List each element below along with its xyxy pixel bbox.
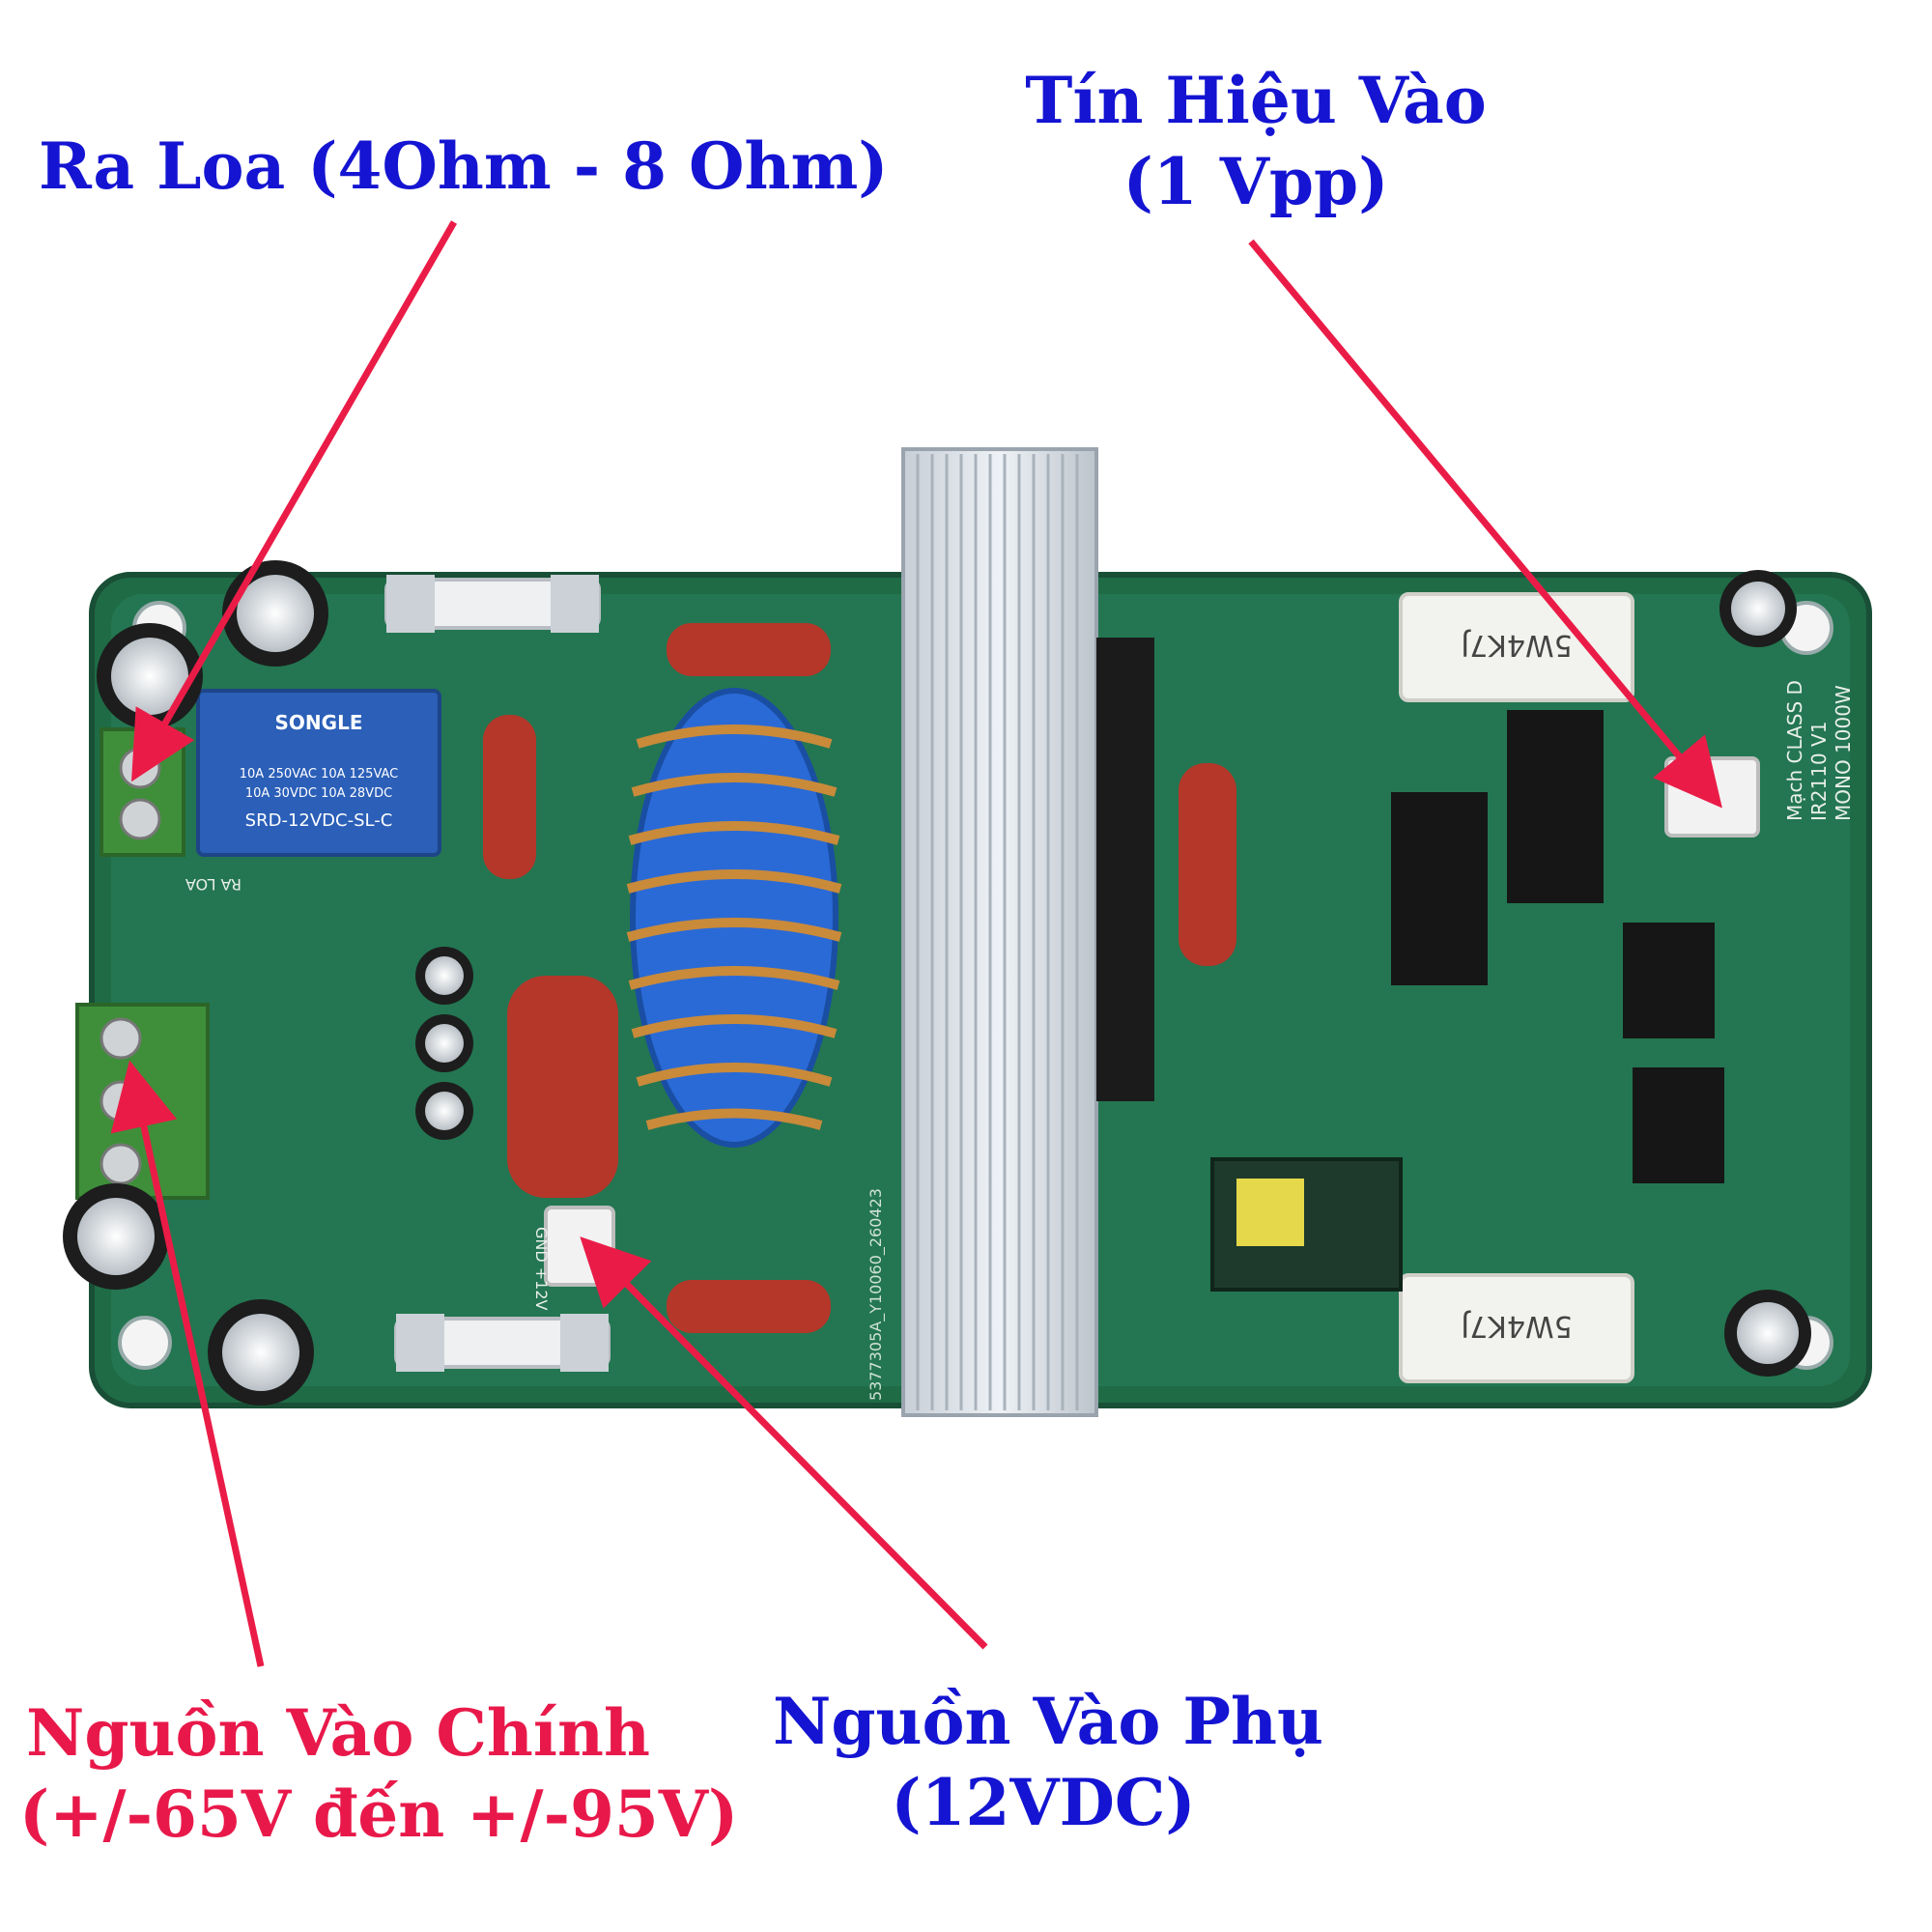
label-main-power: Nguồn Vào Chính (+/-65V đến +/-95V)	[19, 1692, 739, 1855]
svg-text:SRD-12VDC-SL-C: SRD-12VDC-SL-C	[245, 810, 393, 831]
label-signal-in: Tín Hiệu Vào (1 Vpp)	[1005, 60, 1507, 222]
silk-speaker: RA LOA	[185, 875, 242, 894]
svg-text:5W4K7J: 5W4K7J	[1461, 1309, 1572, 1343]
fuse-top	[384, 575, 601, 633]
svg-text:IR2110 V1: IR2110 V1	[1807, 722, 1831, 821]
power-resistors: 5W4K7J 5W4K7J	[1399, 592, 1634, 1383]
silk-code: 5377305A_Y10060_260423	[867, 1188, 886, 1401]
svg-text:MONO 1000W: MONO 1000W	[1832, 685, 1855, 821]
output-inductor	[626, 688, 842, 1148]
label-main-power-line1: Nguồn Vào Chính	[26, 1695, 650, 1771]
label-aux-power-line1: Nguồn Vào Phụ	[773, 1684, 1323, 1759]
arrow-speaker-out	[131, 220, 458, 782]
svg-text:10A 250VAC 10A 125VAC: 10A 250VAC 10A 125VAC	[240, 767, 399, 781]
silk-gnd-12v: GND +12V	[532, 1227, 551, 1311]
svg-text:10A 30VDC 10A 28VDC: 10A 30VDC 10A 28VDC	[245, 786, 392, 801]
label-signal-in-line2: (1 Vpp)	[1122, 144, 1389, 219]
board-title: Mạch CLASS D IR2110 V1 MONO 1000W	[1783, 680, 1855, 821]
smps-module	[1210, 1157, 1403, 1292]
callout-arrows	[110, 220, 1722, 1667]
signal-input-connector	[1664, 756, 1760, 838]
fuse-bottom	[394, 1314, 611, 1372]
electrolytic-capacitors	[63, 560, 1811, 1406]
svg-text:Mạch CLASS D: Mạch CLASS D	[1783, 680, 1806, 821]
arrow-aux-power	[580, 1236, 988, 1650]
relay: SONGLE 10A 250VAC 10A 125VAC 10A 30VDC 1…	[196, 689, 441, 857]
arrow-signal-in	[1248, 239, 1722, 809]
arrow-main-power	[110, 1060, 265, 1667]
label-signal-in-line1: Tín Hiệu Vào	[1025, 63, 1487, 138]
label-main-power-line2: (+/-65V đến +/-95V)	[19, 1776, 739, 1852]
heatsink	[901, 447, 1154, 1417]
main-power-terminal	[75, 1003, 210, 1200]
label-speaker-out: Ra Loa (4Ohm - 8 Ohm)	[39, 126, 889, 207]
ic-chips	[1391, 710, 1724, 1183]
label-aux-power-line2: (12VDC)	[891, 1765, 1196, 1840]
film-capacitors	[483, 623, 1236, 1333]
svg-text:SONGLE: SONGLE	[275, 711, 363, 734]
speaker-terminal	[99, 727, 185, 857]
label-aux-power: Nguồn Vào Phụ (12VDC)	[773, 1681, 1323, 1843]
label-speaker-out-line1: Ra Loa (4Ohm - 8 Ohm)	[39, 128, 889, 204]
svg-text:5W4K7J: 5W4K7J	[1461, 628, 1572, 662]
